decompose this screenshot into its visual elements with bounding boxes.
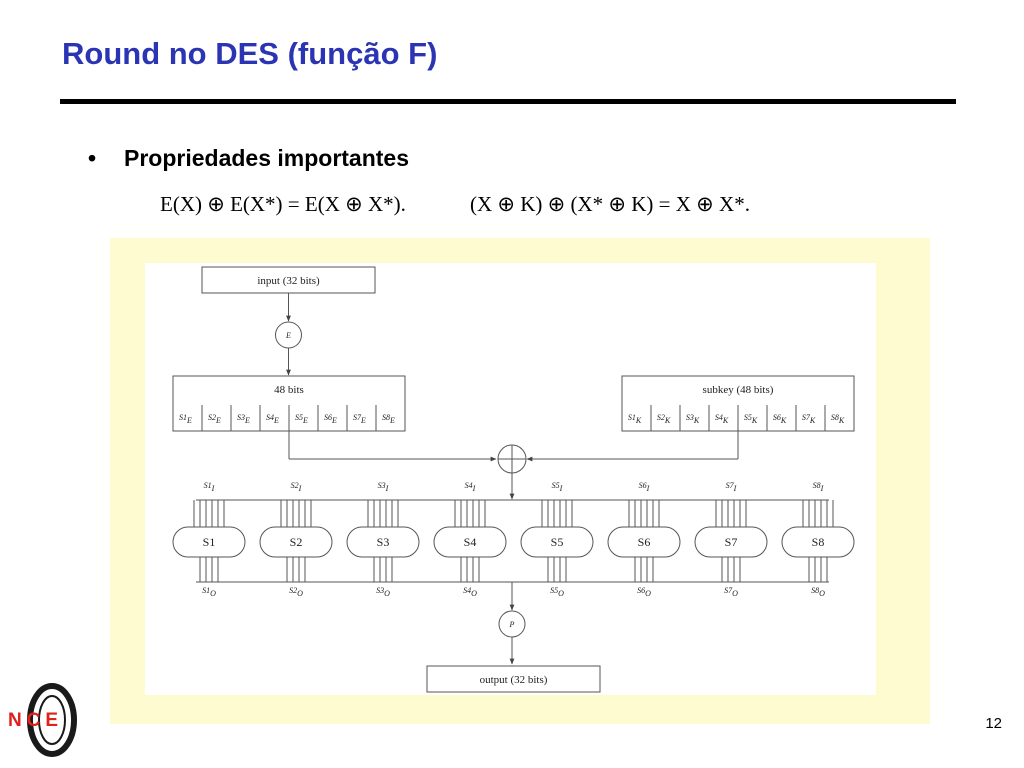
sbox-output-label: S5O: [550, 586, 564, 598]
sbox-label: S1: [203, 535, 216, 549]
sbox: [259, 526, 333, 558]
sbox-output-label: S6O: [637, 586, 651, 598]
sbox-input-label: S8I: [813, 481, 824, 493]
formula-expansion-property: E(X) ⊕ E(X*) = E(X ⊕ X*).: [160, 192, 406, 216]
left-cell-label: S4E: [266, 413, 279, 425]
sbox-input-label: S5I: [552, 481, 563, 493]
logo-text: NCE: [8, 710, 58, 731]
left-cell-label: S2E: [208, 413, 221, 425]
sbox-label: S3: [377, 535, 390, 549]
sbox-output-label: S2O: [289, 586, 303, 598]
sbox-label: S5: [551, 535, 564, 549]
sbox-output-label: S1O: [202, 586, 216, 598]
sbox-label: S6: [638, 535, 651, 549]
right-cell-label: S1K: [628, 413, 642, 425]
sbox: [172, 526, 246, 558]
nce-logo: NCE: [8, 683, 77, 757]
sbox-output-label: S3O: [376, 586, 390, 598]
right-cell-label: S5K: [744, 413, 758, 425]
right-cell-label: S7K: [802, 413, 816, 425]
permutation-label: P: [509, 620, 515, 629]
output-label: output (32 bits): [480, 674, 548, 686]
slide-title: Round no DES (função F): [62, 36, 438, 71]
sbox-output-label: S7O: [724, 586, 738, 598]
right-cell-label: S4K: [715, 413, 729, 425]
sbox-input-label: S3I: [378, 481, 389, 493]
left-cell-label: S8E: [382, 413, 395, 425]
left-cell-label: S6E: [324, 413, 337, 425]
sbox-input-label: S2I: [291, 481, 302, 493]
sbox-label: S4: [464, 535, 477, 549]
sbox-input-label: S6I: [639, 481, 650, 493]
sbox-input-label: S4I: [465, 481, 476, 493]
sbox-label: S2: [290, 535, 303, 549]
sbox-output-label: S4O: [463, 586, 477, 598]
sbox: [346, 526, 420, 558]
input-label: input (32 bits): [257, 275, 320, 287]
right-block-label: subkey (48 bits): [703, 384, 774, 396]
right-cell-label: S8K: [831, 413, 845, 425]
output-box: [426, 665, 601, 693]
sbox-output-label: S8O: [811, 586, 825, 598]
page-number: 12: [985, 715, 1002, 732]
sbox: [433, 526, 507, 558]
left-cell-label: S7E: [353, 413, 366, 425]
left-cell-label: S1E: [179, 413, 192, 425]
sbox-label: S8: [812, 535, 825, 549]
bullet-marker: •: [88, 145, 97, 171]
right-cell-label: S3K: [686, 413, 700, 425]
sbox: [781, 526, 855, 558]
formula-key-cancel-property: (X ⊕ K) ⊕ (X* ⊕ K) = X ⊕ X*.: [470, 192, 750, 216]
left-cell-label: S5E: [295, 413, 308, 425]
sbox-input-label: S7I: [726, 481, 737, 493]
left-block-label: 48 bits: [274, 384, 304, 396]
bullet-item: • Propriedades importantes: [88, 145, 409, 172]
expansion-label: E: [285, 331, 291, 340]
right-cell-label: S6K: [773, 413, 787, 425]
title-divider: [60, 99, 956, 104]
sbox: [520, 526, 594, 558]
sbox-input-label: S1I: [204, 481, 215, 493]
sbox-label: S7: [725, 535, 738, 549]
sbox: [694, 526, 768, 558]
left-cell-label: S3E: [237, 413, 250, 425]
right-cell-label: S2K: [657, 413, 671, 425]
bullet-text: Propriedades importantes: [124, 145, 410, 171]
sbox: [607, 526, 681, 558]
